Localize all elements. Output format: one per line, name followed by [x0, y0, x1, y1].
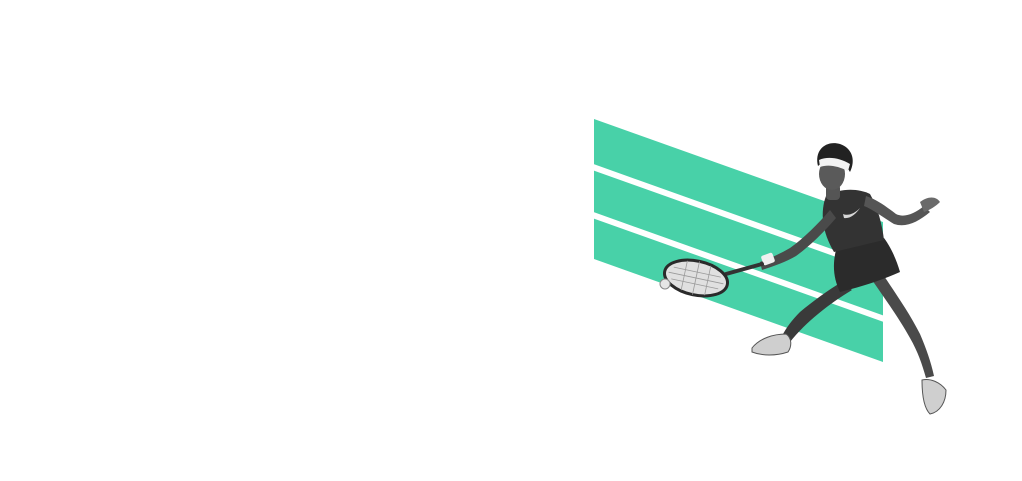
player-free-hand [920, 197, 940, 212]
accent-parallelogram [594, 119, 883, 362]
tennis-player [751, 143, 947, 415]
player-hair [817, 143, 853, 172]
player-left-shoe [751, 333, 792, 356]
player-free-arm [864, 196, 930, 226]
player-headband [819, 157, 850, 171]
racket-strings [668, 260, 724, 296]
player-racket-arm [760, 210, 836, 270]
racket-handle [724, 262, 764, 276]
player-wristband [761, 252, 775, 266]
player-left-leg [782, 282, 852, 342]
player-skirt [833, 238, 900, 292]
player-right-leg [872, 276, 934, 378]
tennis-ball [659, 278, 671, 290]
player-dress-logo [843, 208, 860, 219]
tennis-racket [663, 258, 764, 298]
stripe-gap-2 [588, 211, 892, 324]
player-right-shoe [921, 379, 947, 415]
